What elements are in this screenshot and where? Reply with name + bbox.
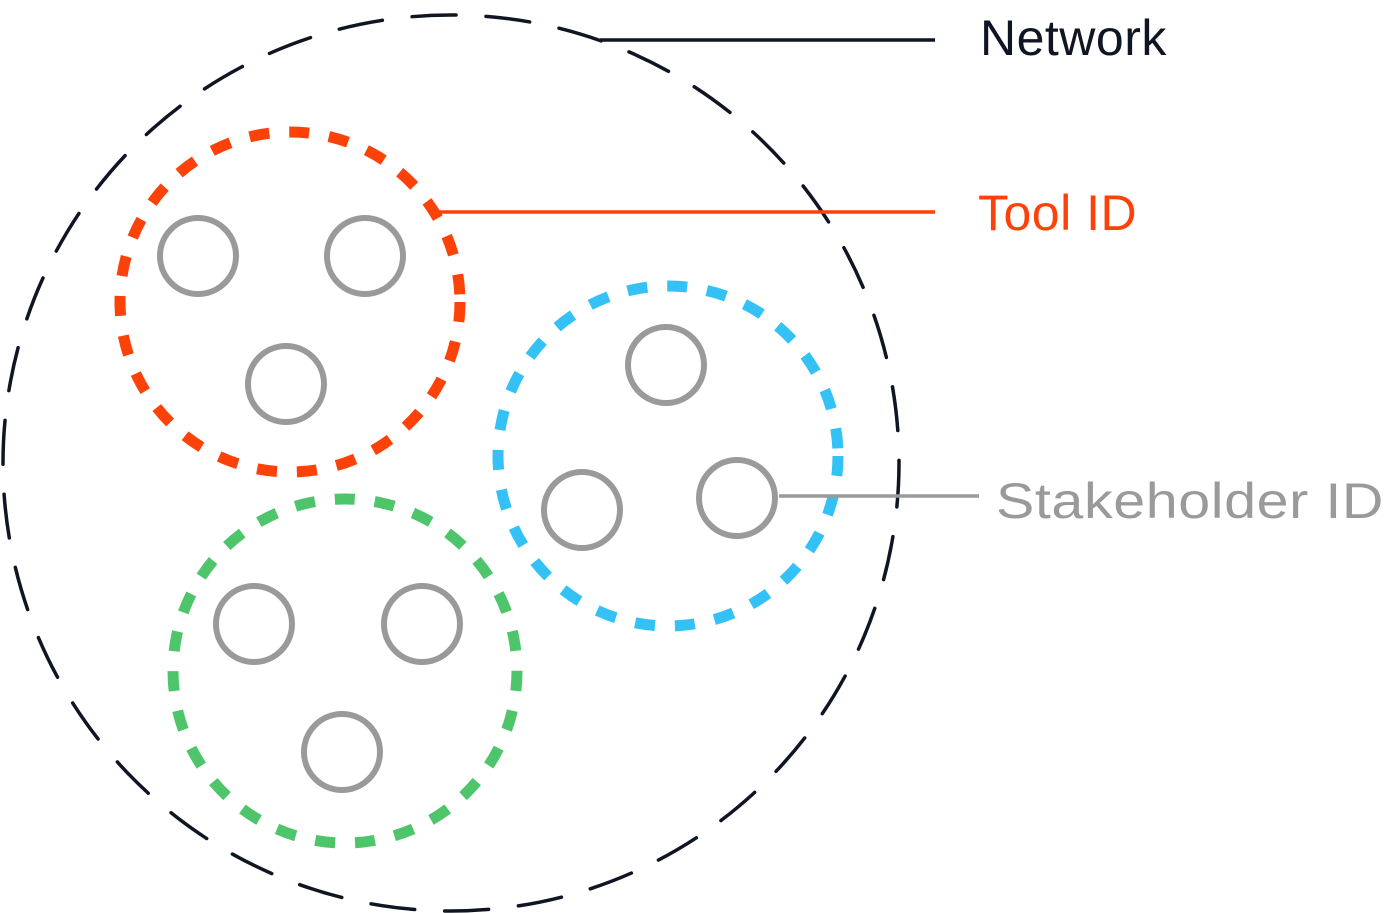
tool-group-green — [167, 493, 523, 849]
stakeholder-node — [324, 215, 406, 297]
tool-group-blue — [492, 280, 844, 632]
stakeholder-node — [541, 469, 623, 551]
stakeholder-node — [213, 583, 295, 665]
stakeholder-node — [625, 324, 707, 406]
tool-group-green-boundary — [167, 493, 523, 849]
tool-id-label: Tool ID — [978, 185, 1137, 241]
tool-group-blue-boundary — [492, 280, 844, 632]
stakeholder-node — [301, 711, 383, 793]
network-boundary — [1, 13, 901, 913]
stakeholder-node — [381, 583, 463, 665]
stakeholder-id-label: Stakeholder ID — [996, 473, 1384, 529]
stakeholder-node — [245, 343, 327, 425]
stakeholder-node — [696, 457, 778, 539]
stakeholder-node — [157, 215, 239, 297]
tool-group-red — [114, 126, 466, 478]
network-label: Network — [980, 10, 1167, 66]
tool-group-red-boundary — [114, 126, 466, 478]
